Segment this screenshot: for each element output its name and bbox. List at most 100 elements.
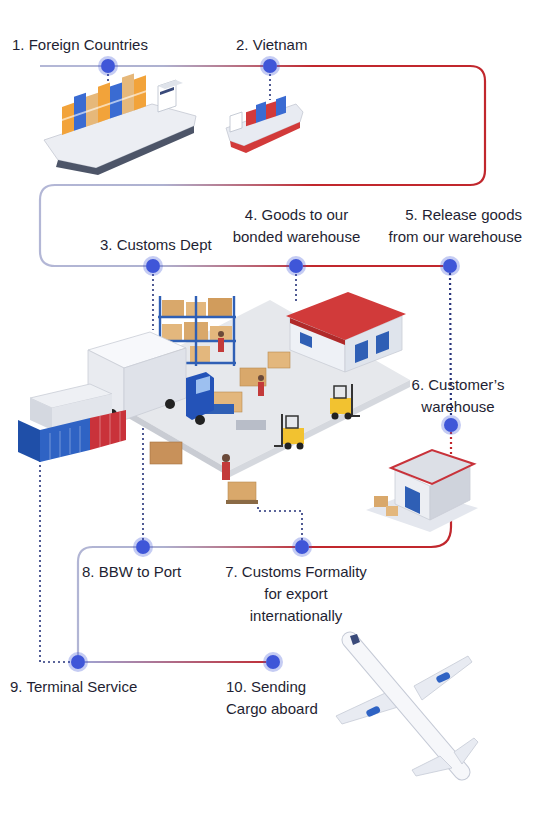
- trailer-back: [124, 348, 186, 420]
- forklift-body: [330, 398, 352, 414]
- step-node: 4. Goods to our bonded warehouse: [289, 259, 303, 273]
- plane-outline: [350, 640, 462, 772]
- leader-line: [142, 420, 144, 540]
- leader-line: [258, 504, 302, 540]
- worker: [218, 338, 224, 352]
- leader-line: [269, 74, 271, 100]
- ship-bridge: [230, 112, 242, 132]
- building-roof: [391, 450, 474, 484]
- ship-containers: [246, 95, 286, 127]
- container: [246, 109, 256, 126]
- container-end: [30, 398, 52, 430]
- container-end: [18, 420, 40, 462]
- container-side: [90, 410, 126, 450]
- customer-warehouse: [366, 450, 478, 532]
- plane-engine: [435, 671, 451, 683]
- leader-line: [295, 274, 297, 304]
- forklift-mast: [352, 384, 360, 416]
- plane-engine: [365, 705, 381, 717]
- pallet: [226, 500, 258, 504]
- route-connector: [303, 265, 443, 267]
- bonded-warehouse: [286, 292, 406, 372]
- ship-hull-bottom: [56, 126, 194, 175]
- box: [268, 352, 290, 368]
- step-node: 1. Foreign Countries: [101, 59, 115, 73]
- container-stack: [18, 384, 126, 462]
- shelf-box: [210, 326, 232, 340]
- worker-head: [218, 331, 224, 337]
- container: [122, 73, 134, 114]
- route-start-line: [40, 65, 101, 67]
- forklift: [274, 414, 304, 450]
- worker-head: [222, 454, 230, 462]
- shelf-box: [190, 346, 210, 362]
- plane-fuselage: [350, 640, 462, 772]
- route-connector: [150, 546, 295, 548]
- conveyor: [236, 420, 266, 430]
- bridge-window: [160, 87, 174, 95]
- route-connector: [115, 65, 263, 67]
- container: [266, 101, 276, 119]
- cab-window: [196, 376, 210, 394]
- plane-tail: [454, 738, 478, 764]
- step-node: 3. Customs Dept: [146, 259, 160, 273]
- plane-wing: [414, 656, 472, 700]
- forklift: [330, 384, 360, 420]
- wheel: [297, 443, 304, 450]
- step-label: 2. Vietnam: [236, 34, 356, 56]
- step-node: 7. Customs Formality for export internat…: [295, 540, 309, 554]
- container-stripe: [62, 90, 146, 121]
- step-node: 9. Terminal Service: [71, 655, 85, 669]
- ship-containers: [62, 69, 146, 135]
- step-label: 4. Goods to our bonded warehouse: [229, 204, 364, 248]
- route-connector: [450, 273, 451, 418]
- building-door: [405, 486, 420, 514]
- worker: [258, 382, 264, 396]
- step-label: 1. Foreign Countries: [12, 34, 202, 56]
- forklift-cage: [286, 416, 298, 428]
- step-node: 5. Release goods from our warehouse: [443, 259, 457, 273]
- container: [98, 83, 110, 123]
- forklift-mast: [274, 414, 282, 446]
- step-label: 5. Release goods from our warehouse: [372, 204, 522, 248]
- forklift-body: [282, 428, 304, 444]
- step-label: 6. Customer’s warehouse: [393, 374, 523, 418]
- shelf-box: [162, 300, 184, 316]
- building-window: [300, 332, 312, 348]
- route-connector: [85, 661, 266, 663]
- step-label: 10. Sending Cargo aboard: [226, 676, 336, 720]
- forklift-cage: [334, 386, 346, 398]
- step-node: 6. Customer’s warehouse: [444, 418, 458, 432]
- shelf-box: [162, 324, 182, 340]
- step-node: 8. BBW to Port: [136, 540, 150, 554]
- plane-cockpit: [350, 634, 360, 645]
- box: [374, 496, 388, 507]
- ship-bridge-top: [158, 80, 183, 89]
- step-label: 9. Terminal Service: [10, 676, 170, 698]
- building-door: [376, 331, 389, 354]
- wheel: [195, 415, 205, 425]
- wheel: [165, 399, 175, 409]
- box: [150, 442, 182, 464]
- truck-cab: [186, 372, 214, 420]
- step-label: 7. Customs Formality for export internat…: [216, 561, 376, 627]
- worker-head: [258, 375, 264, 381]
- wheel: [285, 443, 292, 450]
- container-ribs: [50, 412, 120, 459]
- step-node: 10. Sending Cargo aboard: [266, 655, 280, 669]
- wheel: [345, 413, 352, 420]
- plane-tail: [412, 756, 452, 776]
- small-ship: [226, 95, 303, 153]
- yard-edge: [230, 380, 410, 477]
- worker: [222, 462, 230, 480]
- shelf-box: [208, 298, 232, 316]
- roof-edge: [290, 318, 345, 345]
- step-node: 2. Vietnam: [263, 59, 277, 73]
- wheel: [332, 413, 339, 420]
- step-label: 8. BBW to Port: [82, 561, 212, 583]
- building-door: [355, 340, 368, 363]
- pallet-box: [228, 482, 256, 500]
- box: [386, 506, 398, 516]
- container: [256, 102, 266, 123]
